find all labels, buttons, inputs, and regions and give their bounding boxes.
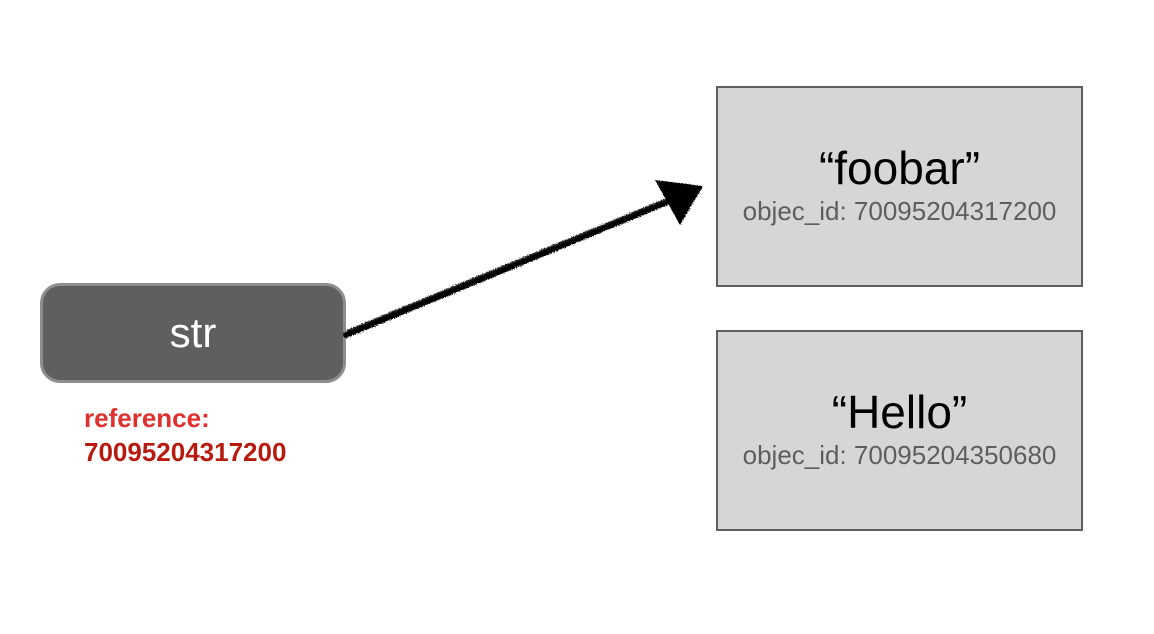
object-id: objec_id: 70095204350680 <box>742 439 1057 470</box>
object-value: “foobar” <box>818 142 981 195</box>
reference-label: reference: <box>84 403 210 433</box>
reference-annotation: reference: 70095204317200 <box>84 401 286 469</box>
object-box-foobar: “foobar” objec_id: 70095204317200 <box>716 86 1083 287</box>
object-id: objec_id: 70095204317200 <box>742 195 1057 226</box>
object-value: “Hello” <box>831 386 968 439</box>
reference-value: 70095204317200 <box>84 437 287 467</box>
variable-name: str <box>169 309 217 356</box>
arrow-shape <box>343 180 703 338</box>
arrow-head <box>655 180 703 225</box>
variable-box-str: str <box>40 283 346 383</box>
object-box-hello: “Hello” objec_id: 70095204350680 <box>716 330 1083 531</box>
